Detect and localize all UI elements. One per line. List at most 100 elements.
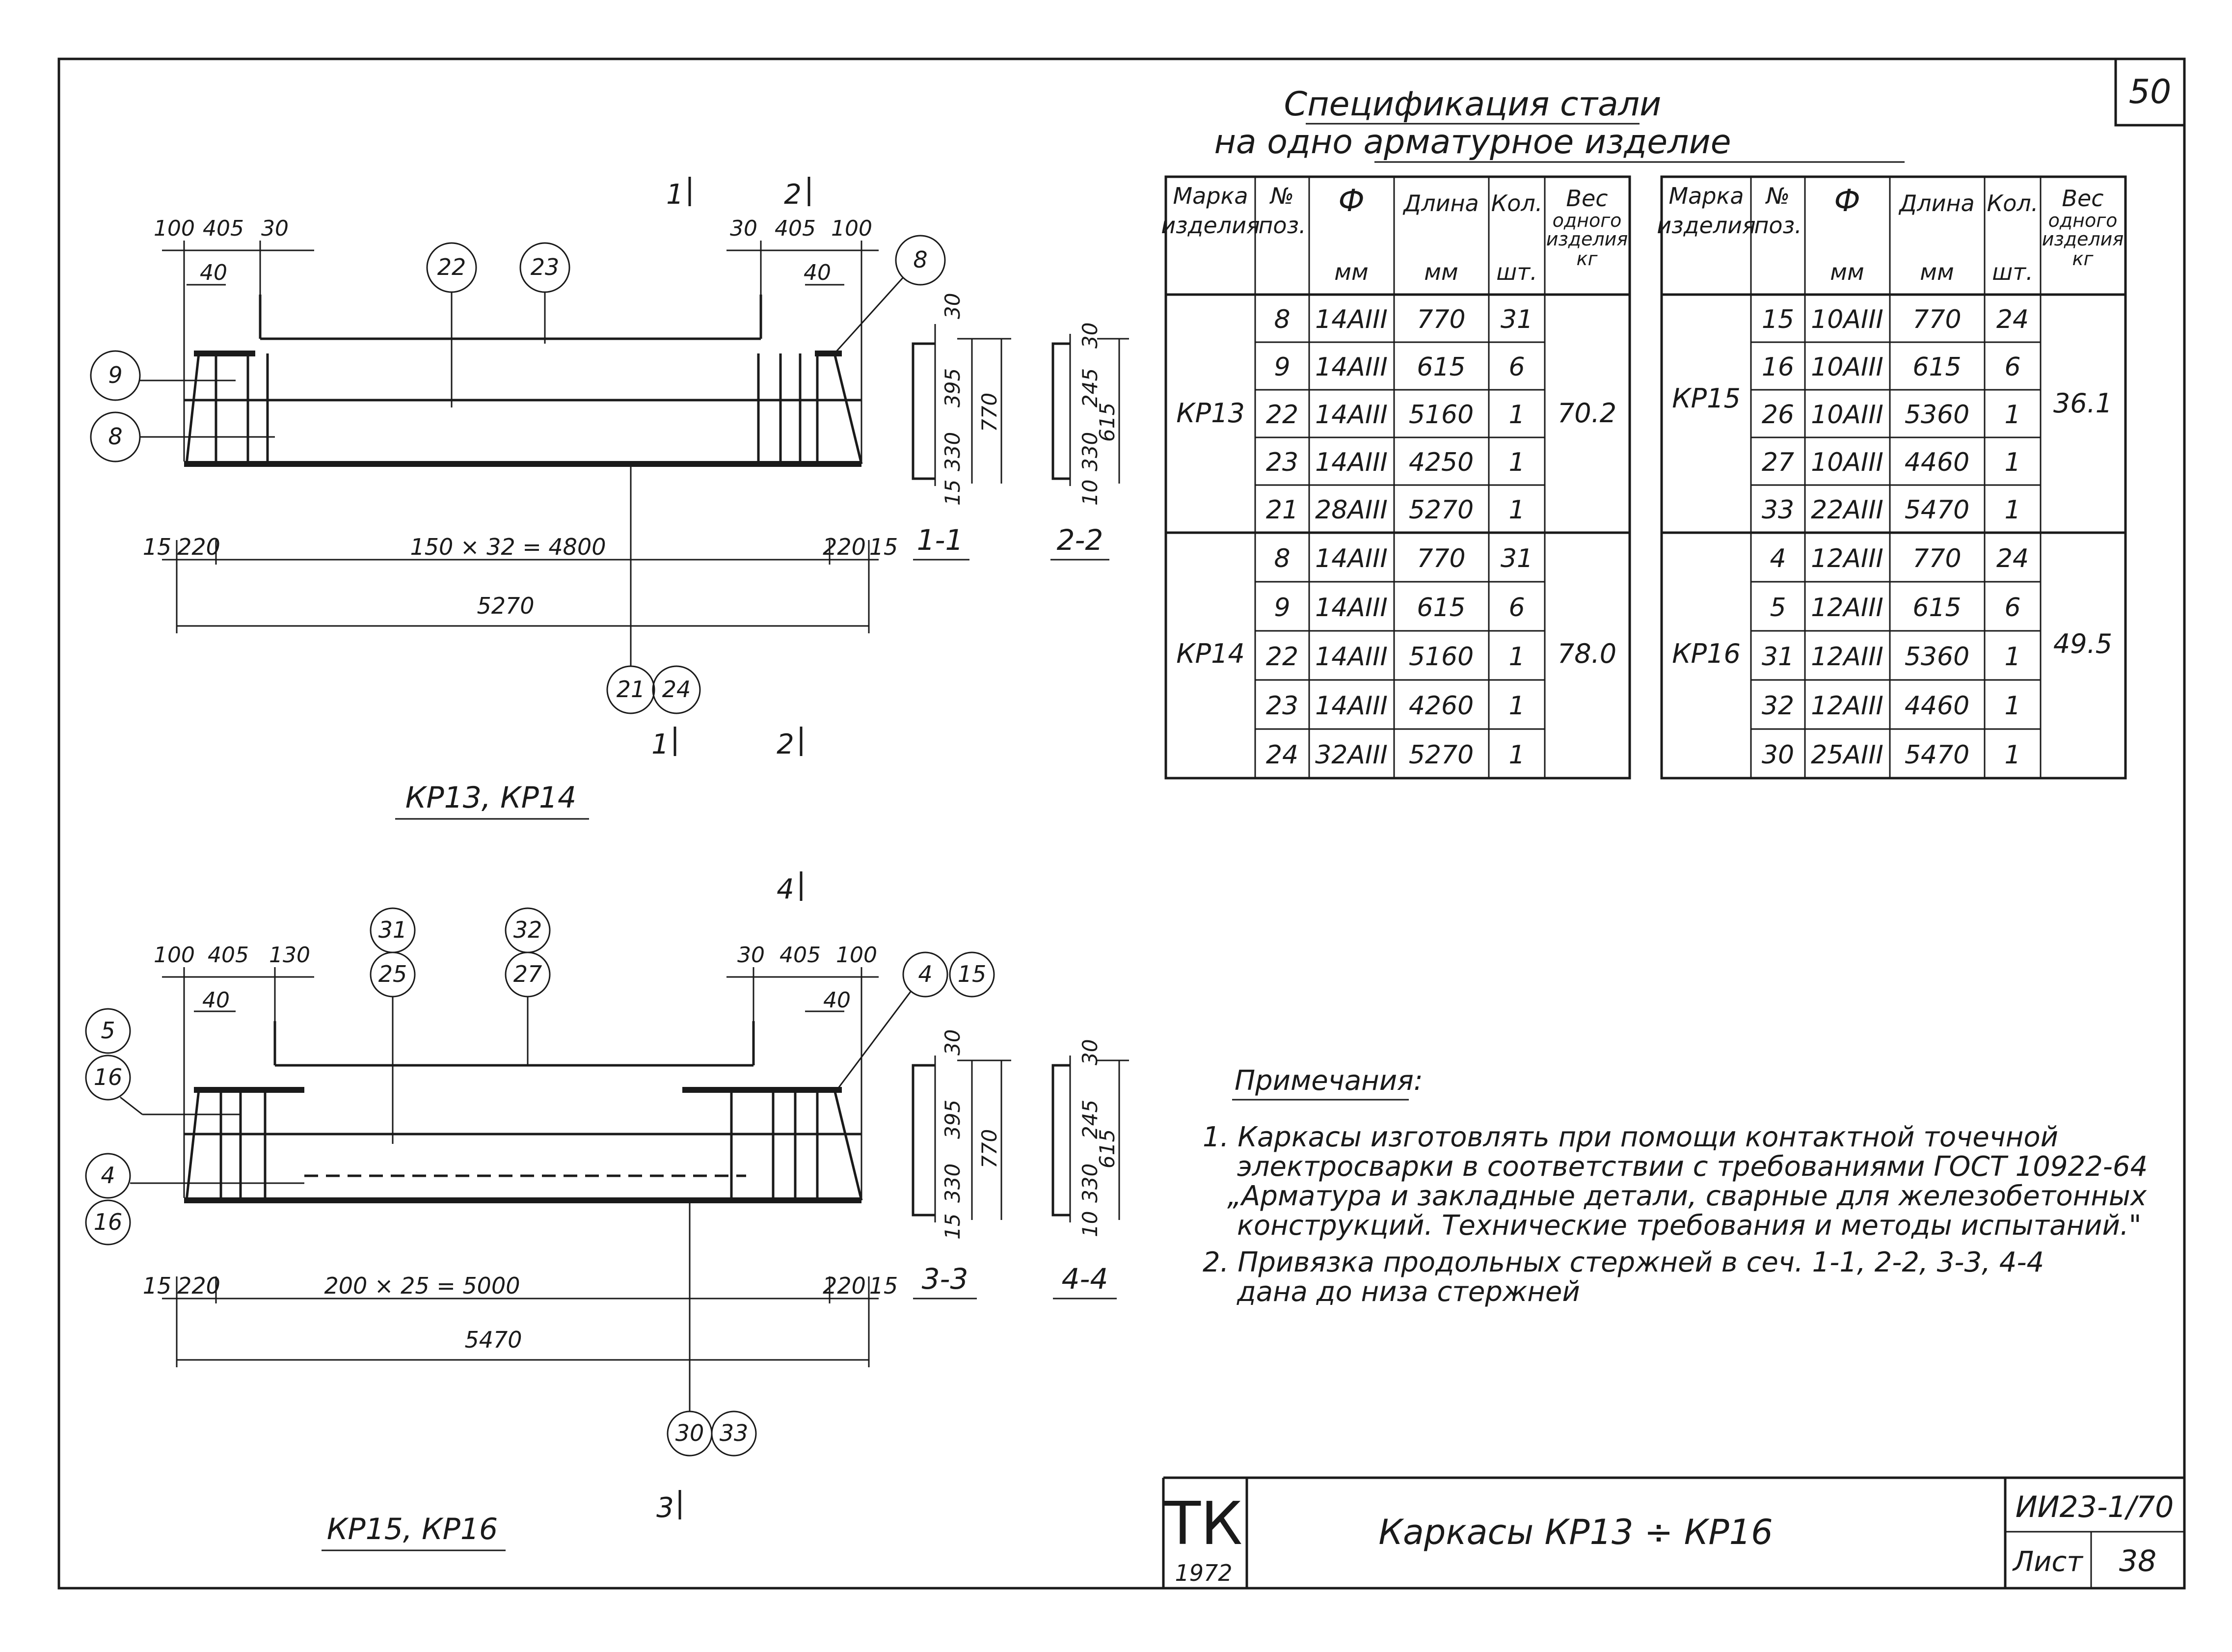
l1r0-len: 770 xyxy=(1417,544,1465,573)
pos-mark-15-top: 15 xyxy=(958,961,987,987)
r0r1-pos: 16 xyxy=(1762,352,1794,382)
sec22-10: 10 xyxy=(1078,480,1102,506)
spec-title-line1: Спецификация стали xyxy=(1284,85,1662,124)
sec44-label: 4-4 xyxy=(1062,1262,1108,1296)
l0r4-pos: 21 xyxy=(1266,495,1298,525)
l0r3-qty: 1 xyxy=(1508,448,1525,477)
hdr-dia-l-2: мм xyxy=(1334,259,1368,285)
r1r0-pos: 4 xyxy=(1770,544,1786,573)
page-number-box: 50 xyxy=(2114,59,2184,127)
dim2-bot-220-r: 220 xyxy=(823,1273,866,1299)
sec22-label: 2-2 xyxy=(1057,523,1103,557)
r1r1-len: 615 xyxy=(1912,593,1961,623)
title-year: 1972 xyxy=(1175,1560,1232,1586)
page-number: 50 xyxy=(2129,73,2172,111)
note-1-line4: конструкций. Технические требования и ме… xyxy=(1237,1210,2141,1242)
pos-mark-5: 5 xyxy=(101,1017,115,1044)
l0r0-len: 770 xyxy=(1417,305,1465,334)
hdr-w-r-3: изделия xyxy=(2042,228,2124,250)
sec11-label: 1-1 xyxy=(917,523,964,557)
section-1-1: 30 395 330 15 770 1-1 xyxy=(912,293,1011,561)
mark-kr15: КР15 xyxy=(1672,383,1741,414)
dim2-top-405-r: 405 xyxy=(780,943,821,968)
spec-title-line2: на одно арматурное изделие xyxy=(1214,123,1731,162)
r0r2-len: 5360 xyxy=(1905,400,1969,430)
r1r0-len: 770 xyxy=(1912,544,1961,573)
r1r0-qty: 24 xyxy=(1996,544,2029,573)
weight-kr13: 70.2 xyxy=(1558,398,1616,429)
r0r1-len: 615 xyxy=(1912,352,1961,382)
pos-mark-4-top: 4 xyxy=(918,961,932,987)
sec44-30: 30 xyxy=(1078,1039,1102,1065)
hdr-dia-r-1: Ф xyxy=(1834,183,1860,218)
dim-top-40-l: 40 xyxy=(200,260,227,285)
sec22-615: 615 xyxy=(1095,403,1119,442)
spec-title: Спецификация стали на одно арматурное из… xyxy=(1214,85,1905,163)
section-mark-4: 4 xyxy=(777,873,794,905)
sec33-395: 395 xyxy=(941,1100,965,1139)
hdr-mark-r-2: изделия xyxy=(1657,212,1755,239)
pos-mark-33: 33 xyxy=(720,1420,749,1446)
sec33-770: 770 xyxy=(977,1129,1001,1168)
dim-top-30-r: 30 xyxy=(730,216,757,241)
sheet-number: 38 xyxy=(2119,1544,2156,1578)
pos-mark-22: 22 xyxy=(437,254,466,280)
pos-mark-16-left: 16 xyxy=(94,1209,123,1235)
r1r4-pos: 30 xyxy=(1762,740,1794,770)
frame-drawing-kr13-kr14: 100 405 30 40 30 405 100 40 15 220 150 ×… xyxy=(90,177,946,820)
l1r2-qty: 1 xyxy=(1508,642,1525,672)
dim2-bot-15-r: 15 xyxy=(869,1273,898,1299)
notes: Примечания: 1. Каркасы изготовлять при п… xyxy=(1203,1065,2148,1308)
drawing-title: Каркасы КР13 ÷ КР16 xyxy=(1378,1512,1773,1552)
pos-mark-16-top: 16 xyxy=(94,1064,123,1090)
l0r3-pos: 23 xyxy=(1266,448,1298,477)
sec33-30: 30 xyxy=(941,1029,965,1056)
l0r2-qty: 1 xyxy=(1508,400,1525,430)
hdr-w-l-2: одного xyxy=(1553,210,1622,231)
sec22-245: 245 xyxy=(1078,368,1102,407)
section-2-2: 30 245 330 10 615 2-2 xyxy=(1050,323,1129,561)
dim2-top-40-r: 40 xyxy=(823,988,851,1013)
dim2-bot-main: 200 × 25 = 5000 xyxy=(324,1273,520,1299)
l0r2-len: 5160 xyxy=(1409,400,1474,430)
r1r2-qty: 1 xyxy=(2004,642,2020,672)
note-1-line3: „Арматура и закладные детали, сварные дл… xyxy=(1227,1180,2147,1212)
r1r3-pos: 32 xyxy=(1762,691,1794,721)
l0r0-pos: 8 xyxy=(1274,305,1290,334)
r0r2-qty: 1 xyxy=(2004,400,2020,430)
l1r3-dia: 14АIII xyxy=(1315,691,1388,721)
dim2-top-130-l: 130 xyxy=(269,943,310,968)
pos-mark-30: 30 xyxy=(675,1420,704,1446)
hdr-dia-r-2: мм xyxy=(1830,259,1864,285)
hdr-pos-l-1: № xyxy=(1269,183,1294,209)
sec44-330: 330 xyxy=(1078,1164,1102,1203)
l1r0-pos: 8 xyxy=(1274,544,1290,573)
l1r3-len: 4260 xyxy=(1409,691,1474,721)
dim-bot-220-r: 220 xyxy=(823,534,866,560)
pos-mark-8-left: 8 xyxy=(108,423,122,450)
sec22-30: 30 xyxy=(1078,323,1102,349)
hdr-w-l-4: кг xyxy=(1577,248,1598,270)
dim-bot-main: 150 × 32 = 4800 xyxy=(410,534,606,560)
pos-mark-31: 31 xyxy=(378,917,407,943)
hdr-w-r-2: одного xyxy=(2048,210,2118,231)
l0r1-qty: 6 xyxy=(1508,352,1525,382)
l0r3-dia: 14АIII xyxy=(1315,448,1388,477)
r1r4-len: 5470 xyxy=(1905,740,1969,770)
dim-bot-220-l: 220 xyxy=(177,534,220,560)
l0r1-len: 615 xyxy=(1417,352,1465,382)
hdr-w-l-1: Вес xyxy=(1566,185,1608,212)
r0r3-qty: 1 xyxy=(2004,448,2020,477)
section-mark-3: 3 xyxy=(656,1492,674,1524)
dim2-bot-15-l: 15 xyxy=(143,1273,172,1299)
hdr-dia-l-1: Ф xyxy=(1338,183,1364,218)
pos-mark-9: 9 xyxy=(108,362,122,388)
hdr-w-r-1: Вес xyxy=(2062,185,2103,212)
note-2-line2: дана до низа стержней xyxy=(1237,1276,1580,1308)
dim-bot-15-l: 15 xyxy=(143,534,172,560)
l1r4-qty: 1 xyxy=(1508,740,1525,770)
r0r0-pos: 15 xyxy=(1762,305,1794,334)
l0r0-dia: 14АIII xyxy=(1315,305,1388,334)
hdr-qty-l-1: Кол. xyxy=(1491,190,1543,217)
hdr-qty-l-2: шт. xyxy=(1496,259,1537,285)
